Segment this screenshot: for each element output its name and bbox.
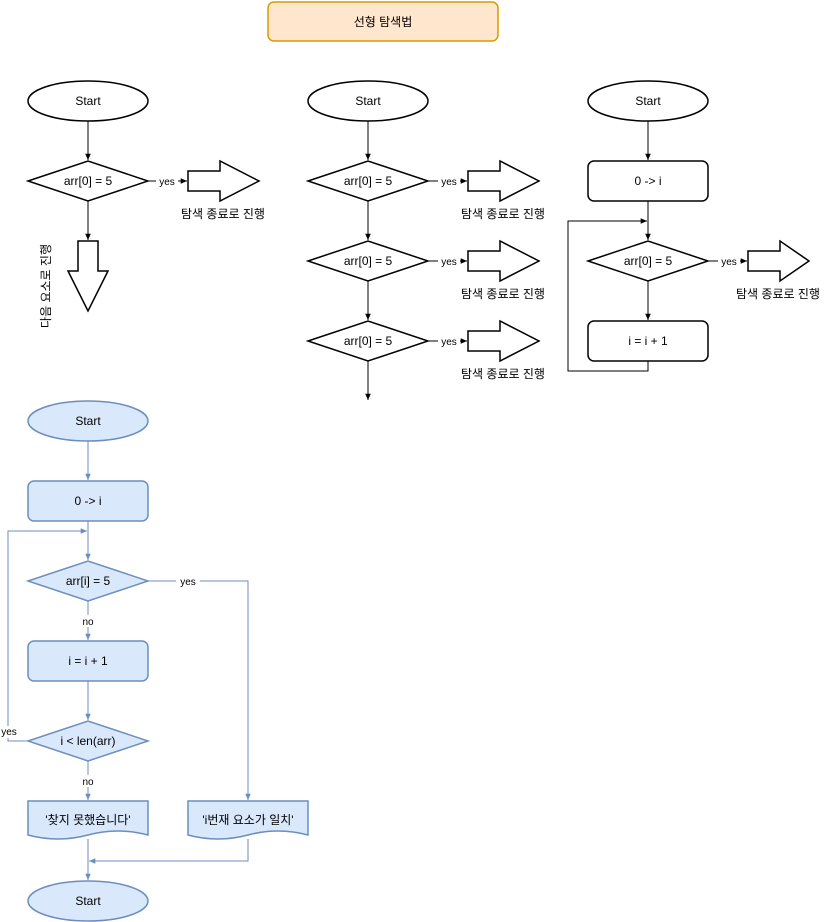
title-text: 선형 탐색법 — [354, 15, 413, 29]
d1-decision[interactable]: arr[0] = 5 — [25, 160, 151, 202]
svg-text:0 -> i: 0 -> i — [74, 494, 101, 508]
d3-decision[interactable]: arr[0] = 5 — [585, 240, 711, 282]
d2-block-arrow-1[interactable] — [467, 159, 541, 203]
d4-init[interactable]: 0 -> i — [27, 480, 149, 522]
d2-block-arrow-2[interactable] — [467, 239, 541, 283]
d4-arrow-yes — [148, 580, 251, 800]
diagram-3: Start 0 -> i arr[0] = 5 yes 탐색 종료로 진행 i … — [567, 80, 820, 372]
svg-text:arr[0] = 5: arr[0] = 5 — [344, 334, 393, 348]
svg-text:i = i + 1: i = i + 1 — [68, 654, 108, 668]
svg-text:'i번재 요소가 일치': 'i번재 요소가 일치' — [202, 813, 293, 827]
d2-yes-label-2: yes — [441, 257, 457, 268]
d3-increment[interactable]: i = i + 1 — [587, 320, 709, 362]
d3-note: 탐색 종료로 진행 — [736, 286, 820, 301]
svg-text:Start: Start — [635, 94, 661, 108]
d4-found-doc[interactable]: 'i번재 요소가 일치' — [187, 800, 309, 840]
svg-text:arr[0] = 5: arr[0] = 5 — [624, 254, 673, 268]
d1-down-block-arrow[interactable] — [66, 240, 110, 313]
d3-block-arrow[interactable] — [747, 239, 811, 283]
d4-found-merge-arrow — [89, 839, 249, 864]
svg-text:Start: Start — [75, 414, 101, 428]
d2-block-arrow-3[interactable] — [467, 319, 541, 363]
d1-down-note: 다음 요소로 진행 — [38, 244, 53, 328]
d4-no-label: no — [82, 617, 94, 628]
d2-start[interactable]: Start — [307, 80, 429, 122]
d2-decision-3[interactable]: arr[0] = 5 — [305, 320, 431, 362]
d4-decision[interactable]: arr[i] = 5 — [25, 560, 151, 602]
title-box[interactable]: 선형 탐색법 — [267, 1, 499, 42]
d3-loop-back-arrow — [567, 218, 649, 372]
svg-text:arr[0] = 5: arr[0] = 5 — [344, 254, 393, 268]
d1-start[interactable]: Start — [27, 80, 149, 122]
d4-increment[interactable]: i = i + 1 — [27, 640, 149, 682]
svg-text:'찾지 못했습니다': '찾지 못했습니다' — [45, 813, 130, 827]
d1-right-block-arrow[interactable] — [187, 159, 261, 203]
d2-yes-label-1: yes — [441, 177, 457, 188]
d3-yes-label: yes — [721, 257, 737, 268]
diagram-1: Start arr[0] = 5 yes 탐색 종료로 진행 다음 요소로 진행 — [25, 80, 265, 328]
svg-text:Start: Start — [75, 894, 101, 908]
d1-yes-label: yes — [159, 177, 175, 188]
diagram-2: Start arr[0] = 5 yes 탐색 종료로 진행 arr[0] = … — [305, 80, 545, 400]
d4-loop-check[interactable]: i < len(arr) — [25, 720, 151, 762]
d2-yes-label-3: yes — [441, 337, 457, 348]
d4-loop-back-arrow — [7, 528, 87, 742]
d4-end[interactable]: Start — [27, 880, 149, 922]
d1-right-note: 탐색 종료로 진행 — [181, 206, 265, 221]
svg-text:0 -> i: 0 -> i — [634, 174, 661, 188]
d4-not-found-doc[interactable]: '찾지 못했습니다' — [27, 800, 149, 840]
d4-loop-yes-label: yes — [1, 727, 17, 738]
d2-decision-2[interactable]: arr[0] = 5 — [305, 240, 431, 282]
svg-text:arr[i] = 5: arr[i] = 5 — [66, 574, 111, 588]
svg-text:i = i + 1: i = i + 1 — [628, 334, 668, 348]
d2-note-1: 탐색 종료로 진행 — [461, 206, 545, 221]
d2-decision-1[interactable]: arr[0] = 5 — [305, 160, 431, 202]
d2-note-3: 탐색 종료로 진행 — [461, 366, 545, 381]
d4-start[interactable]: Start — [27, 400, 149, 442]
diagram-4: Start 0 -> i arr[i] = 5 yes no i = i + 1… — [0, 400, 309, 922]
svg-text:arr[0] = 5: arr[0] = 5 — [344, 174, 393, 188]
d4-yes-label: yes — [180, 577, 196, 588]
svg-text:i < len(arr): i < len(arr) — [60, 734, 115, 748]
svg-text:arr[0] = 5: arr[0] = 5 — [64, 174, 113, 188]
d4-loop-no-label: no — [82, 777, 94, 788]
d2-note-2: 탐색 종료로 진행 — [461, 286, 545, 301]
svg-text:Start: Start — [75, 94, 101, 108]
d3-start[interactable]: Start — [587, 80, 709, 122]
svg-text:Start: Start — [355, 94, 381, 108]
d3-init[interactable]: 0 -> i — [587, 160, 709, 202]
